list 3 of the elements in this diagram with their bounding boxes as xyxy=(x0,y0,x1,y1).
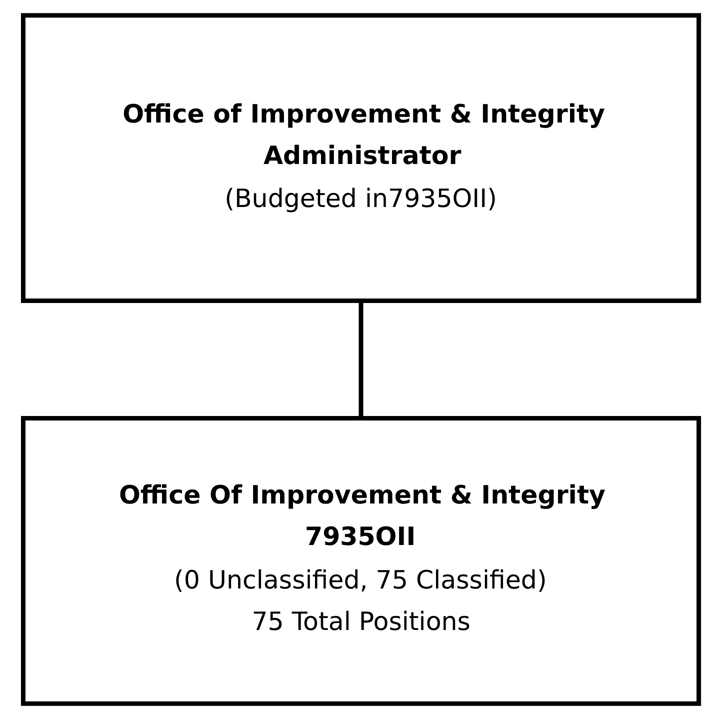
connector xyxy=(358,301,363,418)
node-box: Office of Improvement & Integrity Administrator (Budgeted in7935OII) xyxy=(20,13,701,304)
node-box: Office Of Improvement & Integrity 7935OII (0 Unclassified, 75 Classified) 75 Total Positions xyxy=(20,416,701,706)
